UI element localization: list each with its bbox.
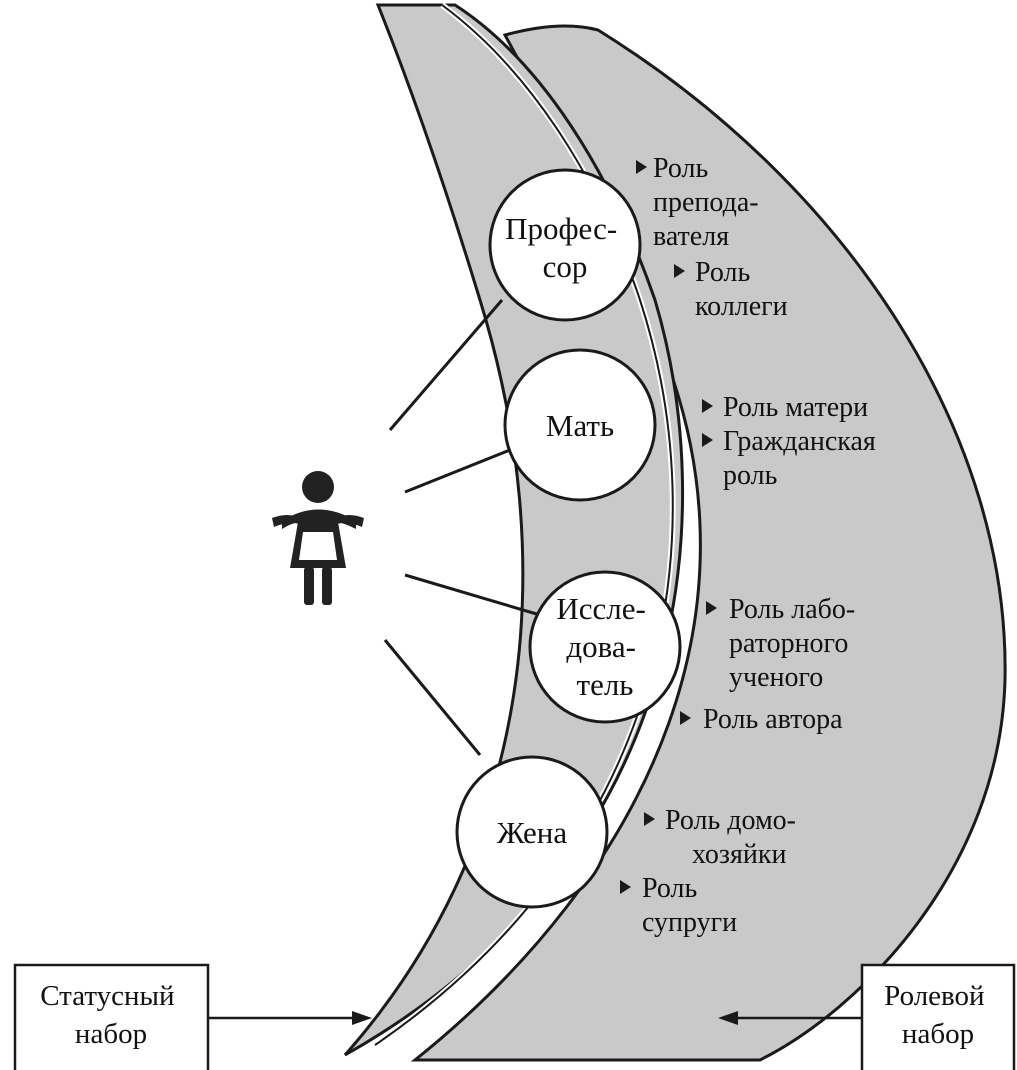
status-label-line: Профес- [505,211,617,246]
status-circle [528,570,682,724]
svg-text:Гражданская роль: Гражданская роль [723,426,883,491]
role-label-line: коллеги [695,291,788,322]
status-set-label-line: набор [75,1018,147,1050]
woman-figure-icon [272,471,364,605]
status-set-label-box: Статусный набор [13,963,210,1070]
status-professor: Профес- сор [488,168,642,322]
role-teacher: Роль препода- вателя [636,153,766,252]
triangle-bullet-icon [680,711,691,725]
svg-text:Ролевой набор: Ролевой набор [884,980,992,1050]
svg-text:Роль коллеги: Роль коллеги [695,257,788,322]
role-label-line: раторного [729,628,848,659]
role-label-line: Гражданская [723,426,876,457]
triangle-bullet-icon [644,812,655,826]
status-label-line: Иссле- [556,591,645,626]
connector-line [388,299,504,431]
arrowhead-icon [718,1011,738,1025]
status-label-line: сор [543,249,588,284]
role-label-line: препода- [653,187,759,218]
status-label-line: тель [577,667,634,702]
status-circle [503,348,657,502]
svg-text:Роль супруги: Роль супруги [642,873,737,938]
role-lab-scientist: Роль лабо- раторного ученого [706,594,862,693]
status-mother: Мать [503,348,657,502]
status-label-line: дова- [566,629,636,664]
svg-text:Статусный набор: Статусный набор [40,980,182,1050]
svg-text:Иссле- дова- тель: Иссле- дова- тель [556,591,653,702]
status-circle [455,755,609,909]
status-researcher: Иссле- дова- тель [528,570,682,724]
connector-line [383,639,482,756]
role-citizen: Гражданская роль [702,426,883,491]
connector-line [404,448,511,494]
arrowhead-icon [352,1011,372,1025]
triangle-bullet-icon [674,264,685,278]
triangle-bullet-icon [620,880,631,894]
person-connectors [383,299,541,756]
status-wife: Жена [455,755,609,909]
svg-text:Мать: Мать [546,408,614,443]
role-label-line: Роль [695,257,750,288]
status-set-arrow [208,1011,372,1025]
role-label-line: Роль матери [723,392,868,423]
role-set-label-box: Ролевой набор [860,963,1016,1070]
triangle-bullet-icon [702,399,713,413]
role-spouse: Роль супруги [620,873,737,938]
status-set-label-line: Статусный [40,980,174,1012]
connector-line [404,573,541,617]
role-label-line: роль [723,460,777,491]
role-colleague: Роль коллеги [674,257,788,322]
role-label-line: Роль лабо- [729,594,855,625]
status-label-line: Мать [546,408,614,443]
role-set-label-line: набор [902,1018,974,1050]
role-housewife: Роль домо- хозяйки [644,805,803,870]
svg-text:Роль лабо- раторного: Роль лабо- раторного ученого [729,594,862,693]
triangle-bullet-icon [702,433,713,447]
status-circle [488,168,642,322]
role-set-arrow [718,1011,862,1025]
role-label-line: Роль [653,153,708,184]
role-label-line: супруги [642,907,737,938]
svg-text:Роль автора: Роль автора [703,704,843,735]
role-author: Роль автора [680,704,843,735]
svg-text:Жена: Жена [497,815,568,850]
status-label-line: Жена [497,815,568,850]
role-label-line: хозяйки [692,839,786,870]
svg-text:Роль домо- хозяйки: Роль домо- хозяйки [665,805,803,870]
svg-text:Роль матери: Роль матери [723,392,868,423]
role-set-label-line: Ролевой [884,980,984,1012]
role-label-line: ученого [729,662,823,693]
role-label-line: Роль [642,873,697,904]
role-label-line: Роль домо- [665,805,796,836]
triangle-bullet-icon [636,160,647,174]
role-label-line: вателя [653,221,729,252]
svg-text:Роль препода- вате: Роль препода- вателя [653,153,766,252]
triangle-bullet-icon [706,601,717,615]
svg-text:Профес- сор: Профес- сор [505,211,625,284]
role-label-line: Роль автора [703,704,843,735]
role-mother: Роль матери [702,392,868,423]
